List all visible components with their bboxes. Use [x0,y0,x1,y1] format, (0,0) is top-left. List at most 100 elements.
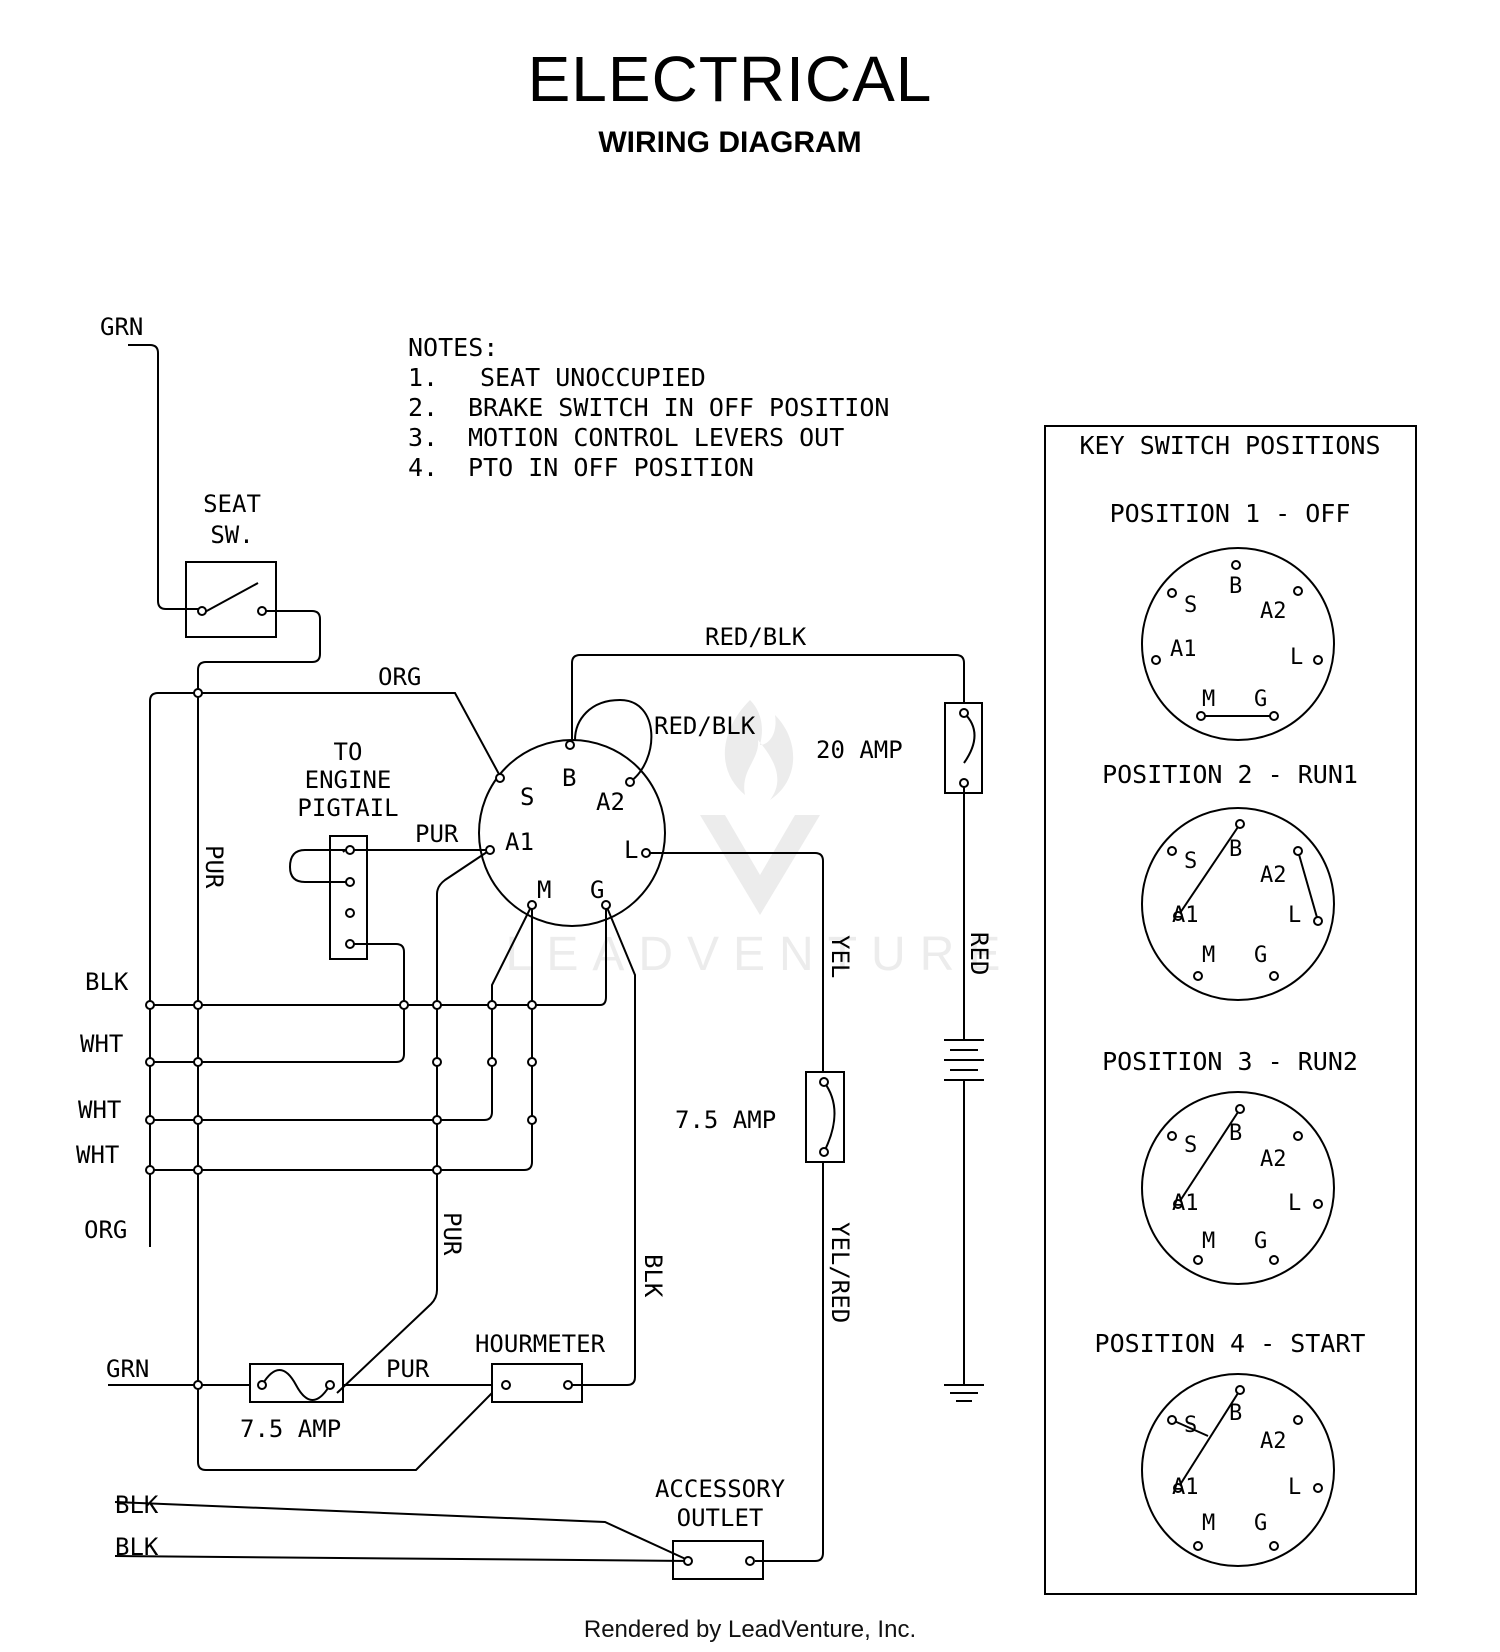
fuse-20-amp-label: 20 AMP [816,736,903,764]
pos4-g: G [1254,1511,1267,1536]
pos4-a2: A2 [1260,1429,1287,1454]
position-3-label: POSITION 3 - RUN2 [1102,1047,1358,1076]
pos4-m: M [1202,1511,1215,1536]
pos2-m: M [1202,943,1215,968]
wire-org-bottom: ORG [84,1216,127,1244]
pos3-l: L [1288,1191,1301,1216]
note-3-num: 3. [408,423,438,452]
position-2-diagram [1141,807,1335,1001]
wire-blk-acc-2: BLK [115,1533,159,1561]
wire-grn-top: GRN [100,313,143,341]
wire-yel-red: YEL/RED [826,1222,854,1323]
note-4-num: 4. [408,453,438,482]
page-title: ELECTRICAL [527,43,933,115]
note-1-text: SEAT UNOCCUPIED [480,363,706,392]
pos1-l: L [1290,645,1303,670]
footer-credit: Rendered by LeadVenture, Inc. [583,1616,917,1643]
wire-org-top: ORG [378,663,421,691]
pos1-a2: A2 [1260,599,1287,624]
pos3-a2: A2 [1260,1147,1287,1172]
terminal-m: M [537,876,551,904]
accessory-label-1: ACCESSORY [655,1475,786,1503]
position-1-label: POSITION 1 - OFF [1110,499,1351,528]
hourmeter-label: HOURMETER [475,1330,606,1358]
wire-pur-bottom: PUR [386,1355,430,1383]
pos2-a1: A1 [1172,903,1199,928]
pos3-s: S [1184,1133,1197,1158]
note-3-text: MOTION CONTROL LEVERS OUT [468,423,844,452]
pos1-a1: A1 [1170,637,1197,662]
pos4-b: B [1229,1401,1242,1426]
wire-grn-bottom: GRN [106,1355,149,1383]
wire-blk-1: BLK [85,968,129,996]
wire-red: RED [965,932,993,975]
watermark: LEADVENTURE [506,700,1015,981]
terminal-a1: A1 [505,828,534,856]
fuse-7-5-amp-yel [805,1071,845,1163]
notes: NOTES: 1. SEAT UNOCCUPIED 2. BRAKE SWITC… [408,333,889,482]
position-4-label: POSITION 4 - START [1095,1329,1366,1358]
wire-wht-2: WHT [78,1096,121,1124]
seat-switch-label-1: SEAT [203,490,261,518]
wire-red-blk-loop: RED/BLK [654,712,756,740]
wire-wht-3: WHT [76,1141,119,1169]
note-1-num: 1. [408,363,438,392]
terminal-l: L [624,836,638,864]
terminal-g: G [590,876,604,904]
page-subtitle: WIRING DIAGRAM [598,126,862,159]
watermark-flame-icon [724,700,794,800]
terminal-a2: A2 [596,788,625,816]
pigtail-label-1: TO [334,738,363,766]
wire-blk-mid: BLK [639,1254,667,1298]
pos4-a1: A1 [1172,1475,1199,1500]
position-4-diagram [1141,1373,1335,1567]
wire-red-blk-top: RED/BLK [705,623,807,651]
wire-pur-a1: PUR [415,820,459,848]
pos4-l: L [1288,1475,1301,1500]
watermark-text: LEADVENTURE [506,928,1015,981]
position-2-label: POSITION 2 - RUN1 [1102,760,1358,789]
fuse-7-5-amp-grn [249,1363,344,1403]
pigtail-label-3: PIGTAIL [297,794,398,822]
position-3-diagram [1141,1091,1335,1285]
pos2-a2: A2 [1260,863,1287,888]
pos1-m: M [1202,687,1215,712]
key-switch-positions-panel [1044,425,1417,1595]
hourmeter [491,1363,583,1403]
fuse-yel-label: 7.5 AMP [675,1106,776,1134]
pos2-l: L [1288,903,1301,928]
positions-panel-title: KEY SWITCH POSITIONS [1079,431,1380,460]
accessory-label-2: OUTLET [677,1504,764,1532]
seat-switch [185,561,277,638]
wire-blk-acc-1: BLK [115,1491,159,1519]
wire-pur-mid: PUR [438,1212,466,1256]
pos3-b: B [1229,1121,1242,1146]
fuse-grn-label: 7.5 AMP [240,1415,341,1443]
note-2-num: 2. [408,393,438,422]
note-4-text: PTO IN OFF POSITION [468,453,754,482]
terminal-b: B [562,764,576,792]
pos2-g: G [1254,943,1267,968]
pos2-b: B [1229,837,1242,862]
note-2-text: BRAKE SWITCH IN OFF POSITION [468,393,889,422]
engine-pigtail [329,835,368,960]
wire-wht-1: WHT [80,1030,123,1058]
pos1-s: S [1184,593,1197,618]
terminal-s: S [520,783,534,811]
pos1-g: G [1254,687,1267,712]
pos3-g: G [1254,1229,1267,1254]
key-switch [478,739,666,927]
notes-heading: NOTES: [408,333,498,362]
pos2-s: S [1184,849,1197,874]
watermark-v-icon [700,815,820,915]
seat-switch-label-2: SW. [210,521,253,549]
pos3-a1: A1 [1172,1191,1199,1216]
wire-pur-left: PUR [200,845,228,889]
pos3-m: M [1202,1229,1215,1254]
wire-yel: YEL [826,935,854,978]
position-1-diagram [1141,547,1335,741]
pos1-b: B [1229,574,1242,599]
pos4-s: S [1184,1413,1197,1438]
pigtail-label-2: ENGINE [305,766,392,794]
